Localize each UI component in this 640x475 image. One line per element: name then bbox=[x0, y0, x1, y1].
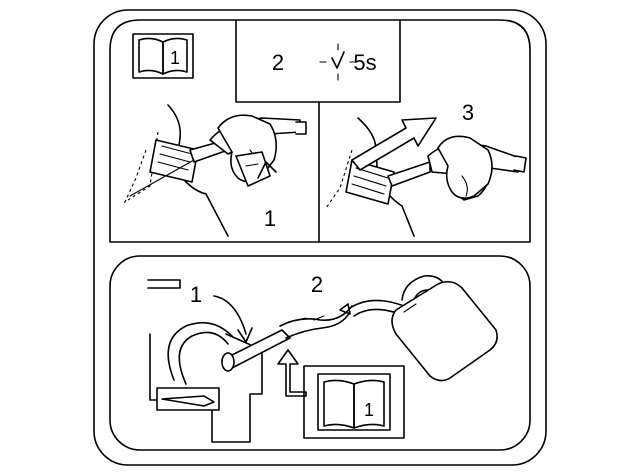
top-panel-border bbox=[109, 19, 531, 243]
step-3-label: 3 bbox=[462, 100, 474, 125]
manual-book-icon: 1 bbox=[132, 33, 194, 79]
nozzle-insert-illustration bbox=[123, 104, 307, 237]
timer-duration-label: 5s bbox=[353, 50, 376, 75]
bottom-step-2-label: 2 bbox=[311, 272, 323, 297]
bottom-panel-border bbox=[109, 255, 531, 451]
timer-step-label: 2 bbox=[272, 50, 284, 75]
bottom-step-1-label: 1 bbox=[190, 282, 202, 307]
nozzle-withdraw-illustration bbox=[325, 117, 527, 237]
up-arrow bbox=[277, 349, 307, 397]
step-1-label: 1 bbox=[264, 206, 276, 231]
timer-box bbox=[235, 19, 401, 103]
hose-illustration bbox=[221, 303, 353, 372]
pointer-mark bbox=[147, 279, 181, 289]
manual-icon-number-bottom: 1 bbox=[364, 400, 374, 420]
vehicle-fuel-door-illustration bbox=[149, 321, 263, 443]
outer-frame bbox=[93, 9, 547, 466]
top-panel: 1 2 5s bbox=[109, 19, 531, 243]
manual-icon-number: 1 bbox=[170, 48, 180, 68]
manual-book-icon-bottom: 1 bbox=[303, 365, 405, 439]
fuel-canister-illustration bbox=[349, 275, 498, 382]
bottom-panel: 1 2 bbox=[109, 255, 531, 451]
clock-tick-icon bbox=[319, 43, 355, 81]
curved-arrow-1 bbox=[213, 295, 247, 335]
